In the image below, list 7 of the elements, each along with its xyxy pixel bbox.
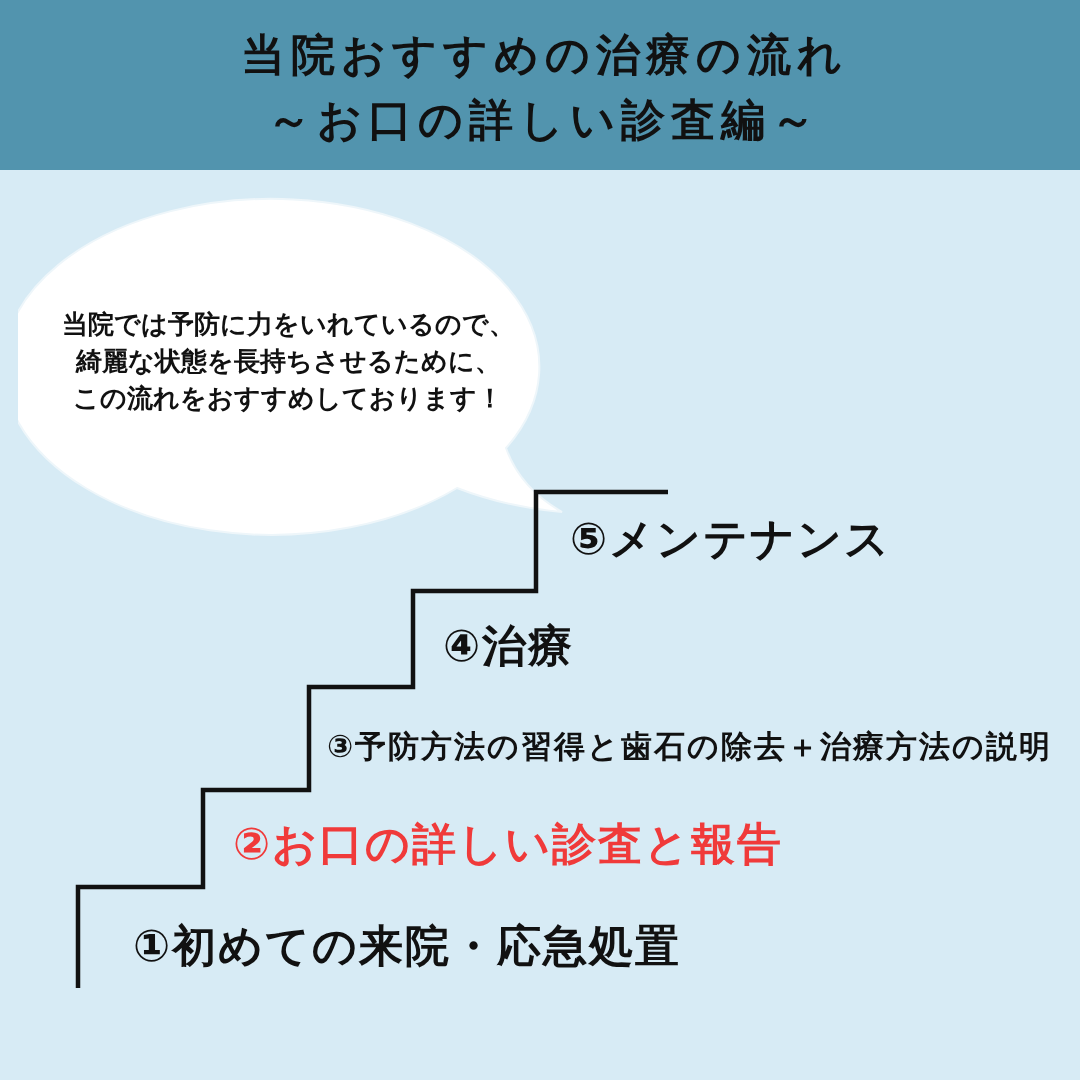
step-label: ①初めての来院・応急処置 xyxy=(133,918,682,973)
step-label: ②お口の詳しい診査と報告 xyxy=(233,816,784,871)
step-label: ④治療 xyxy=(443,618,575,673)
bubble-text: 当院では予防に力をいれているので、綺麗な状態を長持ちさせるために、この流れをおすすめしております！ xyxy=(60,308,516,415)
title: 当院おすすめの治療の流れ～お口の詳しい診査編～ xyxy=(239,28,849,147)
step-label: ⑤メンテナンス xyxy=(570,511,892,566)
step-label: ③予防方法の習得と歯石の除去＋治療方法の説明 xyxy=(327,726,1053,766)
